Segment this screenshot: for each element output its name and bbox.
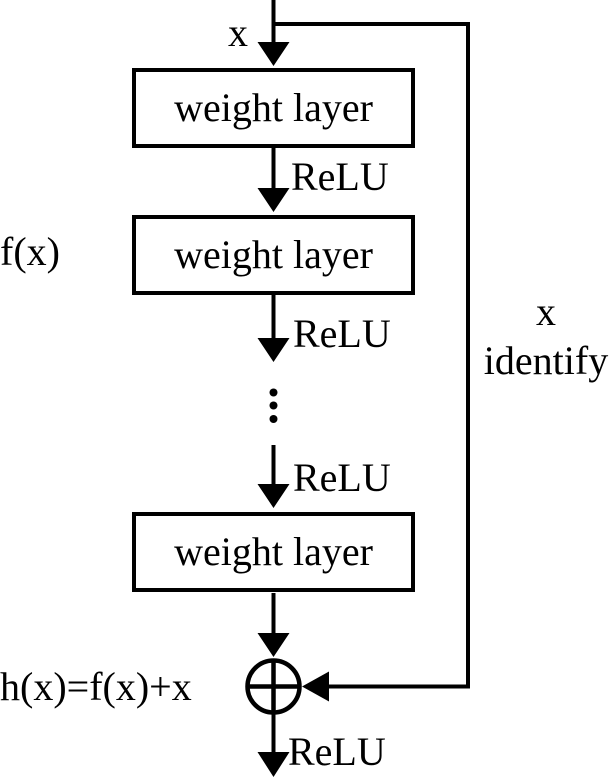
weight-layer-box-1: weight layer [132, 68, 415, 148]
skip-label-x: x [536, 289, 556, 334]
weight-layer-label-3: weight layer [174, 529, 373, 574]
relu-arrow-3 [257, 445, 290, 508]
input-arrow [257, 0, 290, 66]
output-equation-label: h(x)=f(x)+x [0, 664, 192, 709]
relu-arrow-2 [257, 295, 290, 362]
relu-label-4: ReLU [288, 729, 386, 774]
weight-layer-box-2: weight layer [132, 215, 415, 295]
sum-plus-icon [245, 658, 302, 715]
sum-input-arrow [257, 593, 290, 657]
relu-arrow-1 [257, 148, 290, 212]
weight-layer-box-3: weight layer [132, 512, 415, 592]
skip-connection-arrowhead-icon [302, 671, 329, 702]
skip-connection-line [271, 22, 470, 689]
output-arrow [257, 714, 290, 777]
input-label: x [228, 10, 248, 55]
ellipsis-dots-icon [269, 388, 278, 423]
skip-label-identify: identify [483, 338, 609, 383]
residual-function-label: f(x) [0, 229, 60, 274]
relu-label-3: ReLU [293, 455, 391, 500]
relu-label-1: ReLU [291, 154, 389, 199]
relu-label-2: ReLU [293, 311, 391, 356]
weight-layer-label-1: weight layer [174, 85, 373, 130]
weight-layer-label-2: weight layer [174, 232, 373, 277]
